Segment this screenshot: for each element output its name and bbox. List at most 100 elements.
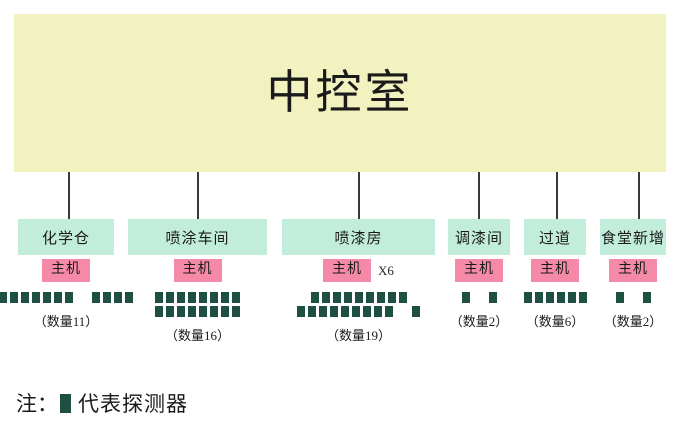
detector-icon (534, 292, 543, 303)
detector-icon (0, 292, 7, 303)
detector-grid (297, 292, 420, 317)
host-badge[interactable]: 主机 (609, 259, 657, 282)
department-box[interactable]: 食堂新增 (600, 219, 666, 255)
detector-icon (188, 306, 196, 317)
host-badge[interactable]: 主机 (173, 259, 222, 282)
department-column: 食堂新增主机（数量2） (600, 219, 666, 330)
detector-icon (332, 292, 341, 303)
detector-grid (155, 292, 240, 317)
control-room-box: 中控室 (14, 14, 666, 172)
detector-icon (188, 292, 196, 303)
detector-icon (10, 292, 18, 303)
department-column: 化学仓主机（数量11） (0, 219, 133, 330)
detector-icon (556, 292, 565, 303)
detector-icon (166, 292, 174, 303)
department-column: 喷涂车间主机（数量16） (128, 219, 267, 344)
legend-suffix-label: 代表探测器 (78, 392, 188, 416)
department-box[interactable]: 过道 (524, 219, 586, 255)
detector-icon (488, 292, 497, 303)
detector-icon (177, 306, 185, 317)
department-box[interactable]: 化学仓 (18, 219, 114, 255)
department-box[interactable]: 喷涂车间 (128, 219, 267, 255)
connector-line-喷漆房 (358, 172, 360, 219)
detector-icon (387, 292, 396, 303)
detector-row (155, 292, 240, 303)
department-column: 调漆间主机 （数量2） (448, 219, 510, 330)
host-row: 主机 (455, 259, 503, 282)
detector-gap-spacer (396, 306, 409, 317)
detector-icon (578, 292, 587, 303)
detector-icon (232, 306, 240, 317)
detector-icon (297, 306, 305, 317)
detector-row (615, 292, 651, 303)
detector-icon (523, 292, 532, 303)
detector-gap-spacer (76, 292, 89, 303)
connector-line-过道 (556, 172, 558, 219)
detector-icon (43, 292, 51, 303)
connector-line-调漆间 (478, 172, 480, 219)
detector-count-label: （数量6） (525, 314, 585, 329)
detector-icon (166, 306, 174, 317)
detector-icon (155, 306, 163, 317)
detector-gap-spacer (627, 292, 640, 303)
detector-icon (321, 292, 330, 303)
host-badge[interactable]: 主机 (323, 259, 372, 282)
host-badge[interactable]: 主机 (531, 259, 579, 282)
host-badge[interactable]: 主机 (42, 259, 90, 282)
detector-grid (523, 292, 587, 303)
detector-icon (310, 292, 319, 303)
detector-row (297, 306, 420, 317)
detector-icon (330, 306, 338, 317)
detector-row (0, 292, 133, 303)
department-name-label: 过道 (538, 230, 571, 247)
detector-icon (343, 292, 352, 303)
detector-grid (0, 292, 133, 303)
detector-icon (221, 292, 229, 303)
department-name-label: 调漆间 (454, 230, 503, 247)
detector-grid (615, 292, 651, 303)
control-room-title: 中控室 (266, 67, 414, 118)
legend: 注： 代表探测器 (16, 388, 188, 418)
department-name-label: 喷漆房 (334, 230, 383, 247)
detector-icon (210, 292, 218, 303)
detector-row (461, 292, 497, 303)
detector-icon (567, 292, 576, 303)
department-name-label: 化学仓 (41, 230, 90, 247)
host-badge[interactable]: 主机 (455, 259, 503, 282)
detector-icon (114, 292, 122, 303)
detector-icon (65, 292, 73, 303)
detector-icon (177, 292, 185, 303)
department-name-label: 食堂新增 (600, 230, 665, 247)
detector-icon (54, 292, 62, 303)
department-box[interactable]: 调漆间 (448, 219, 510, 255)
department-name-label: 喷涂车间 (165, 230, 230, 247)
detector-icon (615, 292, 624, 303)
detector-grid (461, 292, 497, 303)
detector-icon (210, 306, 218, 317)
host-row: 主机 X6 (323, 259, 394, 282)
connector-line-化学仓 (68, 172, 70, 219)
host-row: 主机 (173, 259, 222, 282)
host-row: 主机 (531, 259, 579, 282)
detector-icon (642, 292, 651, 303)
department-box[interactable]: 喷漆房 (282, 219, 435, 255)
detector-icon (103, 292, 111, 303)
detector-icon (32, 292, 40, 303)
detector-icon (461, 292, 470, 303)
detector-icon (376, 292, 385, 303)
host-multiplier-label: X6 (378, 262, 394, 278)
detector-icon (199, 292, 207, 303)
detector-count-label: （数量2） (449, 314, 509, 329)
detector-icon (352, 306, 360, 317)
detector-gap-spacer (473, 292, 486, 303)
host-row: 主机 (609, 259, 657, 282)
detector-icon (221, 306, 229, 317)
detector-icon (199, 306, 207, 317)
detector-icon (232, 292, 240, 303)
connector-line-喷涂车间 (197, 172, 199, 219)
detector-icon (341, 306, 349, 317)
detector-icon (319, 306, 327, 317)
connector-line-食堂新增 (638, 172, 640, 219)
detector-icon (365, 292, 374, 303)
